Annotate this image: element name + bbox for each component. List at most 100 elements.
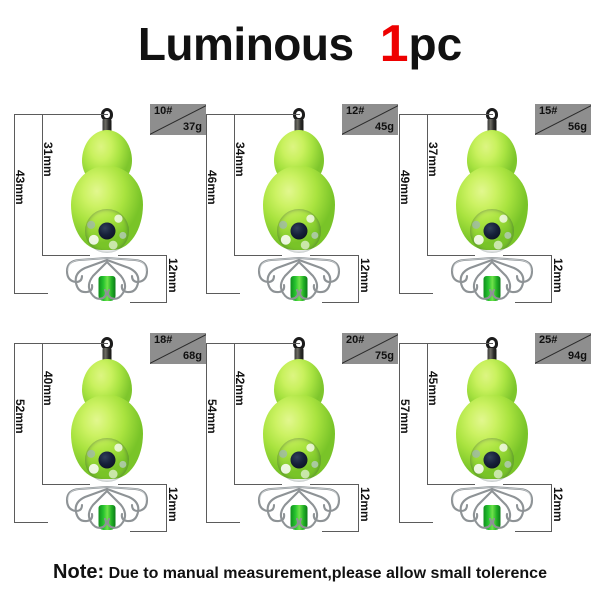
hook-length-cap-top	[503, 484, 551, 485]
lure-green-collar	[483, 276, 501, 301]
total-length-cap-top	[399, 343, 433, 344]
hook-length-cap-top	[310, 255, 358, 256]
hook-length-label: 12mm	[358, 258, 372, 293]
hook-length-cap-bottom	[322, 302, 358, 303]
lure-illustration	[52, 337, 162, 537]
hook-length-dimension-line	[358, 255, 359, 303]
lure-eye	[470, 209, 514, 253]
body-length-label: 34mm	[233, 142, 247, 177]
quantity-unit: pc	[408, 18, 463, 70]
total-length-cap-top	[14, 114, 48, 115]
product-card-18[interactable]: 18# 68g	[0, 321, 206, 549]
body-length-cap-bottom	[42, 255, 90, 256]
hook-length-cap-bottom	[515, 302, 551, 303]
lure-eye	[85, 209, 129, 253]
body-length-cap-bottom	[427, 484, 475, 485]
lure-green-collar	[98, 276, 116, 301]
total-length-cap-top	[14, 343, 48, 344]
body-length-dimension-line	[42, 114, 43, 256]
hook-length-label: 12mm	[166, 487, 180, 522]
hook-length-cap-top	[118, 255, 166, 256]
badge-size-label: 12#	[346, 105, 365, 117]
body-length-cap-bottom	[234, 255, 282, 256]
product-card-12[interactable]: 12# 45g	[192, 92, 398, 320]
treble-hook-cluster-icon	[245, 228, 353, 306]
body-length-dimension-line	[42, 343, 43, 485]
lure-illustration	[244, 337, 354, 537]
quantity-number: 1	[379, 15, 409, 73]
treble-hook-cluster-icon	[438, 457, 546, 535]
eyelet-barrel	[294, 348, 304, 363]
spec-badge: 25# 94g	[535, 333, 591, 364]
total-length-dimension-line	[206, 114, 207, 294]
hook-length-cap-top	[503, 255, 551, 256]
hook-length-dimension-line	[166, 255, 167, 303]
total-length-dimension-line	[399, 114, 400, 294]
total-length-label: 43mm	[13, 170, 27, 205]
total-length-dimension-line	[14, 343, 15, 523]
total-length-cap-bottom	[206, 522, 240, 523]
body-length-label: 42mm	[233, 371, 247, 406]
total-length-cap-bottom	[14, 522, 48, 523]
disclaimer-note: Note: Due to manual measurement,please a…	[0, 561, 600, 584]
body-length-cap-top	[427, 343, 493, 344]
lure-illustration	[437, 337, 547, 537]
note-text: Due to manual measurement,please allow s…	[104, 565, 547, 582]
product-grid: 10# 37g	[0, 92, 600, 547]
eye-pupil	[98, 222, 116, 240]
total-length-cap-top	[206, 114, 240, 115]
spec-badge: 15# 56g	[535, 104, 591, 135]
total-length-dimension-line	[399, 343, 400, 523]
lure-illustration	[52, 108, 162, 308]
body-length-cap-bottom	[234, 484, 282, 485]
total-length-dimension-line	[206, 343, 207, 523]
total-length-label: 46mm	[205, 170, 219, 205]
badge-weight-label: 94g	[568, 350, 587, 362]
badge-size-label: 20#	[346, 334, 365, 346]
lure-eye	[277, 209, 321, 253]
lure-eye	[85, 438, 129, 482]
total-length-label: 52mm	[13, 399, 27, 434]
total-length-label: 54mm	[205, 399, 219, 434]
hook-length-label: 12mm	[551, 258, 565, 293]
page-title: Luminous 1pc	[0, 14, 600, 74]
treble-hook-cluster-icon	[245, 457, 353, 535]
body-length-dimension-line	[427, 343, 428, 485]
body-length-dimension-line	[427, 114, 428, 256]
total-length-cap-bottom	[399, 293, 433, 294]
title-text: Luminous	[137, 18, 354, 70]
lure-green-collar	[98, 505, 116, 530]
total-length-dimension-line	[14, 114, 15, 294]
spec-badge: 10# 37g	[150, 104, 206, 135]
eye-pupil	[290, 451, 308, 469]
product-card-10[interactable]: 10# 37g	[0, 92, 206, 320]
treble-hook-cluster-icon	[53, 228, 161, 306]
eyelet-barrel	[487, 348, 497, 363]
lure-eye	[470, 438, 514, 482]
total-length-cap-bottom	[206, 293, 240, 294]
total-length-label: 57mm	[398, 399, 412, 434]
product-card-15[interactable]: 15# 56g	[385, 92, 591, 320]
note-keyword: Note:	[53, 561, 105, 583]
eye-pupil	[98, 451, 116, 469]
hook-length-dimension-line	[166, 484, 167, 532]
lure-eye	[277, 438, 321, 482]
hook-length-cap-bottom	[322, 531, 358, 532]
eyelet-barrel	[102, 348, 112, 363]
badge-weight-label: 75g	[375, 350, 394, 362]
hook-length-label: 12mm	[358, 487, 372, 522]
body-length-dimension-line	[234, 114, 235, 256]
body-length-label: 31mm	[41, 142, 55, 177]
body-length-cap-top	[42, 343, 108, 344]
body-length-label: 37mm	[426, 142, 440, 177]
product-card-20[interactable]: 20# 75g	[192, 321, 398, 549]
product-card-25[interactable]: 25# 94g	[385, 321, 591, 549]
hook-length-dimension-line	[551, 484, 552, 532]
badge-weight-label: 56g	[568, 121, 587, 133]
hook-length-cap-top	[310, 484, 358, 485]
badge-weight-label: 45g	[375, 121, 394, 133]
body-length-cap-bottom	[427, 255, 475, 256]
lure-green-collar	[290, 505, 308, 530]
hook-length-cap-bottom	[515, 531, 551, 532]
hook-length-dimension-line	[358, 484, 359, 532]
